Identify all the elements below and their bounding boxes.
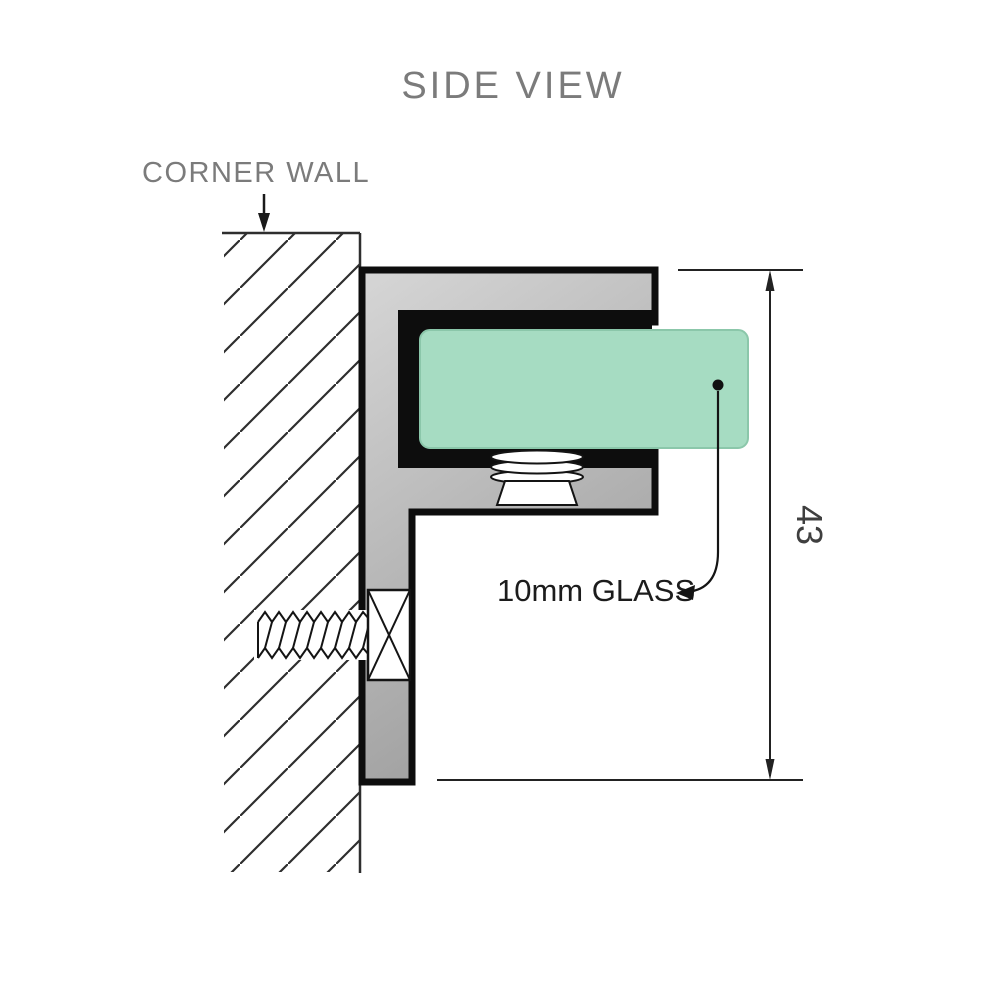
grub-screw	[490, 449, 584, 506]
glass	[419, 329, 749, 449]
dimension-arrow-bottom	[765, 759, 775, 780]
corner-wall-label: CORNER WALL	[142, 157, 370, 189]
corner-wall-callout: CORNER WALL	[142, 157, 370, 232]
glass-label: 10mm GLASS	[497, 573, 695, 608]
wall-screw	[254, 588, 412, 682]
page-title: SIDE VIEW	[401, 65, 624, 107]
wall-section	[222, 231, 362, 873]
grub-screw-body	[495, 480, 579, 506]
dimension-43: 43	[437, 269, 830, 781]
wall-hatching	[224, 234, 360, 872]
bracket-jaw	[398, 310, 652, 468]
glass-ref-dot	[712, 379, 724, 391]
glass-panel	[419, 329, 749, 449]
dimension-arrow-top	[765, 270, 775, 291]
glass-leader-arrow	[676, 585, 695, 600]
dimension-value: 43	[789, 505, 830, 545]
glass-callout: 10mm GLASS	[497, 391, 720, 608]
screw-shaft-backing	[254, 610, 372, 660]
grub-screw-thread-1	[490, 449, 584, 465]
screw-head-cross	[367, 589, 411, 681]
corner-wall-arrow-head	[258, 213, 270, 232]
